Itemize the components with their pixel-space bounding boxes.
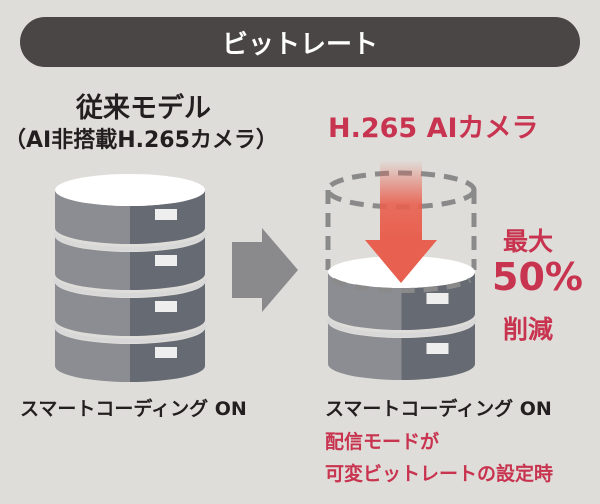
right-caption: スマートコーディング ON [325, 398, 552, 420]
header-title: ビットレート [20, 17, 580, 67]
right-arrow-icon [232, 228, 298, 312]
database-disk [53, 278, 207, 336]
database-disk [53, 232, 207, 290]
reduction-value: 50% [492, 255, 583, 299]
drive-slot [155, 301, 177, 312]
database-disk [53, 324, 207, 382]
reduction-suffix: 削減 [503, 315, 554, 344]
down-arrow-icon [365, 160, 437, 283]
drive-slot [426, 343, 449, 354]
reduction-prefix: 最大 [503, 227, 554, 256]
database-disk [326, 318, 477, 380]
drive-slot [426, 293, 449, 304]
drive-slot [155, 209, 177, 220]
legacy-database-icon [53, 174, 207, 382]
ai-camera-database-icon [326, 256, 477, 380]
database-top [55, 174, 205, 206]
right-title: H.265 AIカメラ [328, 113, 539, 144]
left-subtitle: （AI非搭載H.265カメラ） [4, 128, 278, 153]
note-line2: 可変ビットレートの設定時 [325, 463, 554, 485]
database-disk [55, 190, 205, 244]
left-title: 従来モデル [76, 93, 211, 124]
drive-slot [155, 347, 177, 358]
note-line1: 配信モードが [325, 431, 440, 453]
drive-slot [155, 255, 177, 266]
left-caption: スマートコーディング ON [20, 398, 247, 420]
